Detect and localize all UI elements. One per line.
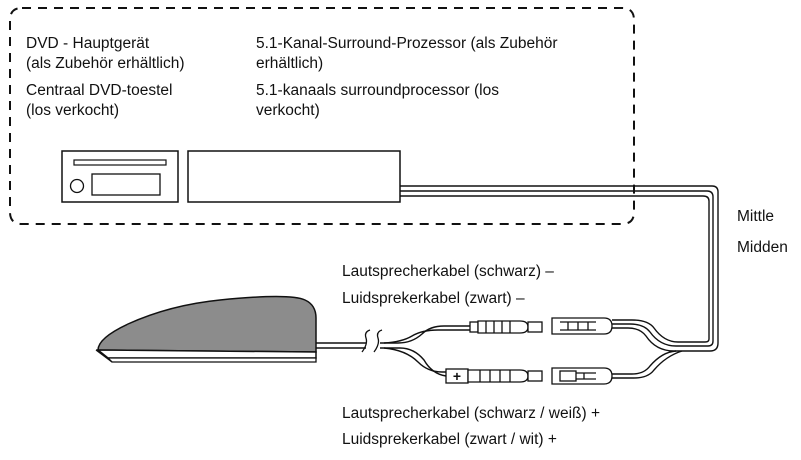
negative-cable-label-nl: Luidsprekerkabel (zwart) –: [342, 290, 525, 307]
channel-label-de: Mittle: [737, 208, 775, 225]
processor-label-de-line1: 5.1-Kanal-Surround-Prozessor (als Zubehö…: [256, 35, 558, 52]
positive-polarity-symbol: +: [453, 368, 461, 384]
positive-cable-label-de: Lautsprecherkabel (schwarz / weiß) +: [342, 405, 601, 422]
optional-components-dashed-box: [9, 7, 635, 225]
center-speaker: [95, 295, 317, 363]
processor-label-nl-line1: 5.1-kanaals surroundprocessor (los: [256, 82, 499, 99]
speaker-cable: [316, 325, 470, 377]
head-unit-label-de-line1: DVD - Hauptgerät: [26, 35, 150, 52]
negative-cable-label-de: Lautsprecherkabel (schwarz) –: [342, 263, 554, 280]
channel-label-nl: Midden: [737, 239, 788, 256]
processor-label-nl-line2: verkocht): [256, 102, 320, 119]
head-unit-label-nl-line2: (los verkocht): [26, 102, 120, 119]
positive-female-connector: [551, 367, 613, 385]
negative-male-connector: [469, 320, 543, 334]
surround-processor-device: [187, 150, 401, 203]
head-unit-label-de-line2: (als Zubehör erhältlich): [26, 55, 185, 72]
positive-cable-label-nl: Luidsprekerkabel (zwart / wit) +: [342, 431, 557, 448]
negative-female-connector: [551, 317, 613, 335]
processor-label-de-line2: erhältlich): [256, 55, 324, 72]
head-unit-label-nl-line1: Centraal DVD-toestel: [26, 82, 173, 99]
positive-male-connector: [445, 368, 543, 384]
head-unit-device: [61, 150, 179, 203]
center-channel-cable: [400, 185, 719, 379]
